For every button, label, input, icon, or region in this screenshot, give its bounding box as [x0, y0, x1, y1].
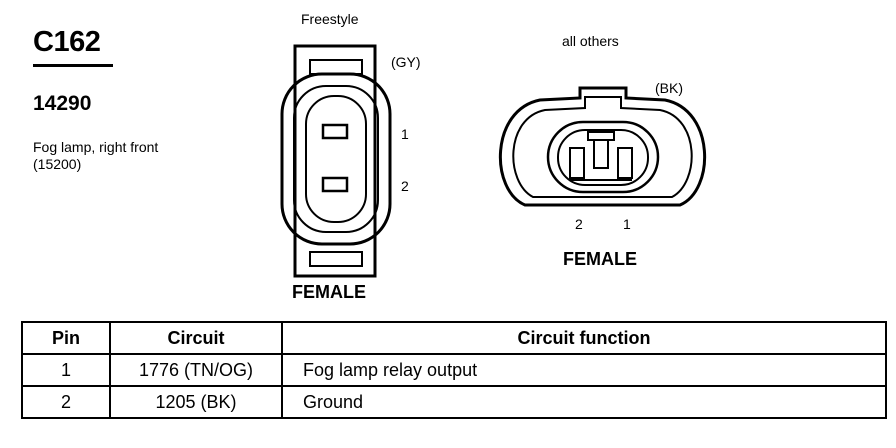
- all-others-variant-label: all others: [562, 33, 619, 49]
- all-others-plug-inner: [557, 129, 649, 186]
- connector-drawings: [280, 44, 707, 278]
- connector-id-underline: [33, 64, 113, 67]
- description-line-2: (15200): [33, 156, 82, 172]
- all-others-connector-drawing: [498, 86, 707, 207]
- freestyle-pin-1-label: 1: [401, 126, 409, 142]
- freestyle-variant-label: Freestyle: [301, 11, 359, 27]
- all-others-center-tab: [587, 131, 615, 141]
- header-circuit-function: Circuit function: [281, 321, 887, 355]
- all-others-pin-1-label: 1: [623, 216, 631, 232]
- freestyle-bottom-tab: [309, 251, 363, 267]
- freestyle-connector-drawing: [280, 44, 392, 278]
- header-pin: Pin: [21, 321, 111, 355]
- all-others-color-code: (BK): [655, 80, 683, 96]
- all-others-outer-shell: [498, 86, 707, 207]
- description-line-1: Fog lamp, right front: [33, 139, 159, 155]
- table-header-row: Pin Circuit Circuit function: [21, 321, 887, 355]
- table-row: 1 1776 (TN/OG) Fog lamp relay output: [21, 353, 887, 387]
- freestyle-gender-label: FEMALE: [292, 282, 366, 302]
- cell-pin: 2: [21, 385, 111, 419]
- cell-circuit: 1205 (BK): [109, 385, 283, 419]
- freestyle-oval-housing: [280, 72, 392, 246]
- freestyle-oval-inner: [293, 85, 379, 233]
- all-others-pin-2-label: 2: [575, 216, 583, 232]
- freestyle-color-code: (GY): [391, 54, 421, 70]
- cell-function: Fog lamp relay output: [281, 353, 887, 387]
- freestyle-pin-2-label: 2: [401, 178, 409, 194]
- pinout-table: Pin Circuit Circuit function 1 1776 (TN/…: [21, 321, 887, 419]
- cell-circuit: 1776 (TN/OG): [109, 353, 283, 387]
- connector-description: Fog lamp, right front (15200): [33, 139, 158, 173]
- table-row: 2 1205 (BK) Ground: [21, 385, 887, 419]
- all-others-inner-shell: [512, 96, 693, 198]
- cell-pin: 1: [21, 353, 111, 387]
- header-circuit: Circuit: [109, 321, 283, 355]
- freestyle-pin-1-terminal: [321, 123, 349, 140]
- all-others-plug-face: [546, 120, 660, 194]
- all-others-center-post: [593, 139, 609, 169]
- all-others-pin-1-terminal: [617, 147, 633, 179]
- cell-function: Ground: [281, 385, 887, 419]
- connector-id: C162: [33, 26, 101, 58]
- freestyle-pin-2-terminal: [321, 176, 349, 193]
- freestyle-top-tab: [309, 59, 363, 75]
- all-others-gender-label: FEMALE: [563, 249, 637, 269]
- all-others-pin-2-terminal: [569, 147, 585, 179]
- freestyle-cavity: [305, 95, 367, 223]
- part-number: 14290: [33, 92, 92, 115]
